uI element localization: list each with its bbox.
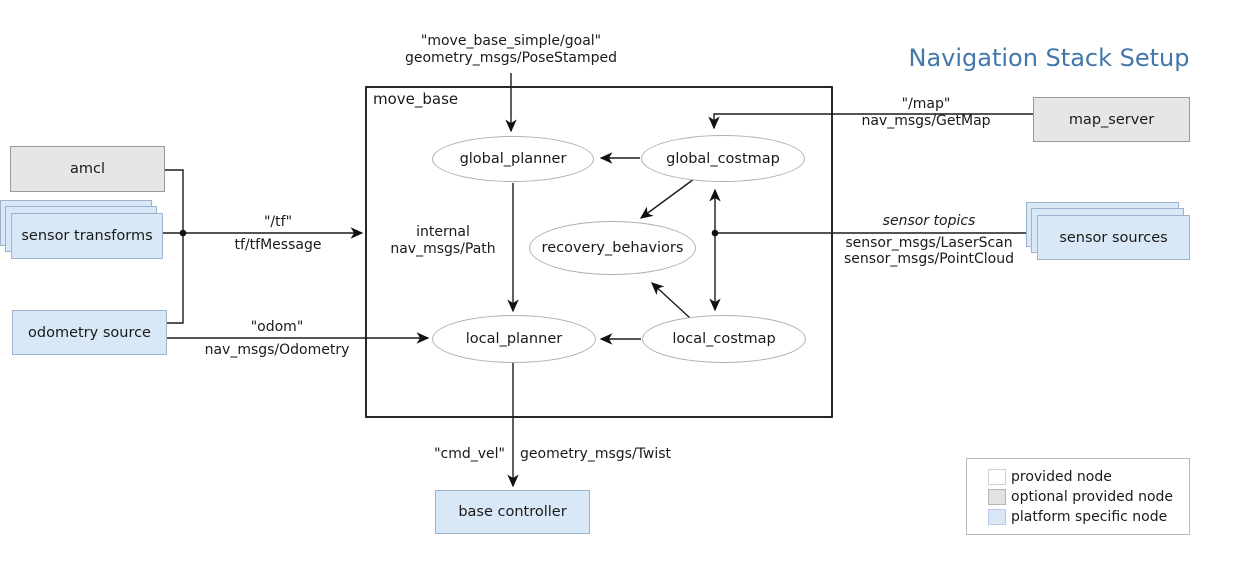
legend-row-optional: optional provided node <box>988 488 1189 506</box>
edge-label-goal: "move_base_simple/goal" geometry_msgs/Po… <box>405 33 617 67</box>
edge-odom-type: nav_msgs/Odometry <box>204 342 350 358</box>
node-odometry-source: odometry source <box>12 310 167 355</box>
node-base-controller: base controller <box>435 490 590 534</box>
edge-cmd-vel-type: geometry_msgs/Twist <box>520 446 672 462</box>
node-sensor-sources: sensor sources <box>1026 202 1190 260</box>
move-base-container-label: move_base <box>373 90 459 108</box>
line-left-bracket <box>165 169 184 324</box>
page-title: Navigation Stack Setup <box>908 44 1190 72</box>
edge-sensor-type2: sensor_msgs/PointCloud <box>844 251 1014 267</box>
node-global-costmap: global_costmap <box>641 135 805 182</box>
edge-tf-type: tf/tfMessage <box>234 237 322 253</box>
edge-label-internal: internal nav_msgs/Path <box>390 224 495 258</box>
node-map-server: map_server <box>1033 97 1190 142</box>
arrow-map <box>708 113 1033 130</box>
edge-sensor-topics-title: sensor topics <box>882 213 976 229</box>
edge-goal-type: geometry_msgs/PoseStamped <box>404 50 618 66</box>
edge-label-map: "/map" nav_msgs/GetMap <box>861 96 990 130</box>
legend-label-platform: platform specific node <box>1011 508 1168 525</box>
move-base-container-border <box>365 86 833 418</box>
arrow-localcostmap-recovery <box>651 282 691 319</box>
node-amcl: amcl <box>10 146 165 192</box>
edge-sensor-type1: sensor_msgs/LaserScan <box>845 235 1013 251</box>
edge-map-topic: "/map" <box>901 96 951 112</box>
junction-dot-tf <box>179 229 187 237</box>
node-global-planner: global_planner <box>432 136 594 182</box>
edge-goal-topic: "move_base_simple/goal" <box>420 33 602 49</box>
arrow-globalcostmap-recovery <box>639 178 695 219</box>
edge-odom-topic: "odom" <box>250 319 304 335</box>
junction-dot-sensor <box>711 229 719 237</box>
legend-swatch-provided <box>988 468 1006 485</box>
node-sensor-transforms: sensor transforms <box>0 200 163 259</box>
node-sensor-sources-label: sensor sources <box>1037 215 1190 260</box>
legend-swatch-platform <box>988 508 1006 525</box>
legend-row-provided: provided node <box>988 468 1189 486</box>
edge-label-sensor-types: sensor_msgs/LaserScan sensor_msgs/PointC… <box>844 235 1014 267</box>
node-local-planner: local_planner <box>432 315 596 363</box>
legend: provided node optional provided node pla… <box>966 458 1190 535</box>
edge-cmd-vel-topic: "cmd_vel" <box>434 446 505 462</box>
edge-internal-type: nav_msgs/Path <box>390 241 496 257</box>
legend-label-provided: provided node <box>1011 468 1112 485</box>
edge-map-type: nav_msgs/GetMap <box>861 113 991 129</box>
node-local-costmap: local_costmap <box>642 315 806 363</box>
node-sensor-transforms-label: sensor transforms <box>11 213 163 259</box>
legend-label-optional: optional provided node <box>1011 488 1174 505</box>
legend-swatch-optional <box>988 488 1006 505</box>
edge-tf-topic: "/tf" <box>263 214 293 230</box>
node-recovery-behaviors: recovery_behaviors <box>529 221 696 275</box>
edge-internal-label: internal <box>416 224 470 240</box>
legend-row-platform: platform specific node <box>988 508 1189 526</box>
